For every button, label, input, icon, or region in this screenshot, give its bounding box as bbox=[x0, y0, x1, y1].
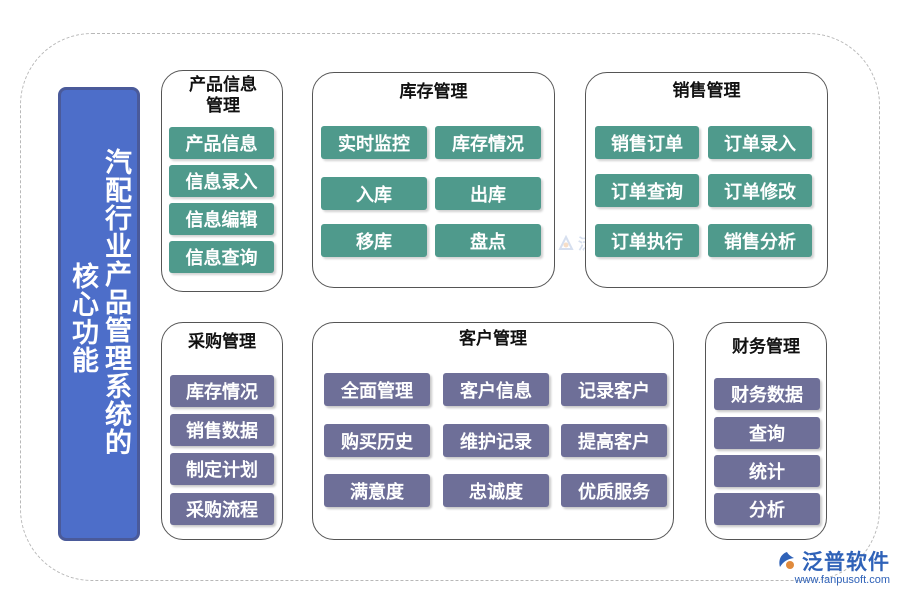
module-title: 库存管理 bbox=[399, 82, 468, 102]
item-button[interactable]: 财务数据 bbox=[714, 378, 820, 410]
item-button[interactable]: 销售数据 bbox=[170, 414, 274, 446]
item-button[interactable]: 订单执行 bbox=[595, 224, 699, 257]
item-button[interactable]: 查询 bbox=[714, 417, 820, 449]
module-purchase: 采购管理 库存情况 销售数据 制定计划 采购流程 bbox=[161, 322, 283, 540]
item-button[interactable]: 库存情况 bbox=[170, 375, 274, 407]
item-button[interactable]: 满意度 bbox=[324, 474, 430, 507]
module-title: 销售管理 bbox=[672, 81, 741, 101]
fanpu-logo-icon bbox=[779, 552, 794, 569]
logo-url: www.fanpusoft.com bbox=[794, 574, 890, 586]
item-button[interactable]: 优质服务 bbox=[561, 474, 667, 507]
module-title: 产品信息管理 bbox=[189, 75, 257, 116]
item-button[interactable]: 盘点 bbox=[435, 224, 541, 257]
outer-dashed-frame bbox=[20, 33, 880, 581]
module-customer: 客户管理 全面管理 客户信息 记录客户 购买历史 维护记录 提高客户 满意度 忠… bbox=[312, 322, 674, 540]
module-inventory: 库存管理 实时监控 库存情况 入库 出库 移库 盘点 bbox=[312, 72, 555, 288]
item-button[interactable]: 信息查询 bbox=[169, 241, 274, 273]
item-button[interactable]: 分析 bbox=[714, 493, 820, 525]
item-button[interactable]: 忠诚度 bbox=[443, 474, 549, 507]
item-button[interactable]: 维护记录 bbox=[443, 424, 549, 457]
item-button[interactable]: 全面管理 bbox=[324, 373, 430, 406]
item-button[interactable]: 销售分析 bbox=[708, 224, 812, 257]
item-button[interactable]: 入库 bbox=[321, 177, 427, 210]
banner-title-sub: 核心功能 bbox=[67, 262, 98, 374]
item-button[interactable]: 订单录入 bbox=[708, 126, 812, 159]
module-title: 财务管理 bbox=[732, 337, 800, 357]
item-button[interactable]: 库存情况 bbox=[435, 126, 541, 159]
item-button[interactable]: 实时监控 bbox=[321, 126, 427, 159]
item-button[interactable]: 购买历史 bbox=[324, 424, 430, 457]
item-button[interactable]: 客户信息 bbox=[443, 373, 549, 406]
item-button[interactable]: 信息编辑 bbox=[169, 203, 274, 235]
module-product-info: 产品信息管理 产品信息 信息录入 信息编辑 信息查询 bbox=[161, 70, 283, 292]
item-button[interactable]: 产品信息 bbox=[169, 127, 274, 159]
item-button[interactable]: 移库 bbox=[321, 224, 427, 257]
fanpu-logo: 泛普软件 www.fanpusoft.com bbox=[776, 546, 890, 586]
item-button[interactable]: 订单查询 bbox=[595, 174, 699, 207]
item-button[interactable]: 采购流程 bbox=[170, 493, 274, 525]
item-button[interactable]: 信息录入 bbox=[169, 165, 274, 197]
watermark-logo-icon bbox=[558, 234, 574, 250]
module-finance: 财务管理 财务数据 查询 统计 分析 bbox=[705, 322, 827, 540]
module-sales: 销售管理 销售订单 订单录入 订单查询 订单修改 订单执行 销售分析 bbox=[585, 72, 828, 288]
item-button[interactable]: 销售订单 bbox=[595, 126, 699, 159]
item-button[interactable]: 出库 bbox=[435, 177, 541, 210]
item-button[interactable]: 统计 bbox=[714, 455, 820, 487]
item-button[interactable]: 订单修改 bbox=[708, 174, 812, 207]
item-button[interactable]: 制定计划 bbox=[170, 453, 274, 485]
logo-name: 泛普软件 bbox=[802, 550, 890, 574]
item-button[interactable]: 提高客户 bbox=[561, 424, 667, 457]
module-title: 客户管理 bbox=[459, 329, 527, 349]
banner-title-main: 汽配行业产品管理系统的 bbox=[100, 148, 131, 456]
item-button[interactable]: 记录客户 bbox=[561, 373, 667, 406]
module-title: 采购管理 bbox=[188, 332, 256, 352]
core-function-banner: 汽配行业产品管理系统的 核心功能 bbox=[58, 87, 140, 541]
